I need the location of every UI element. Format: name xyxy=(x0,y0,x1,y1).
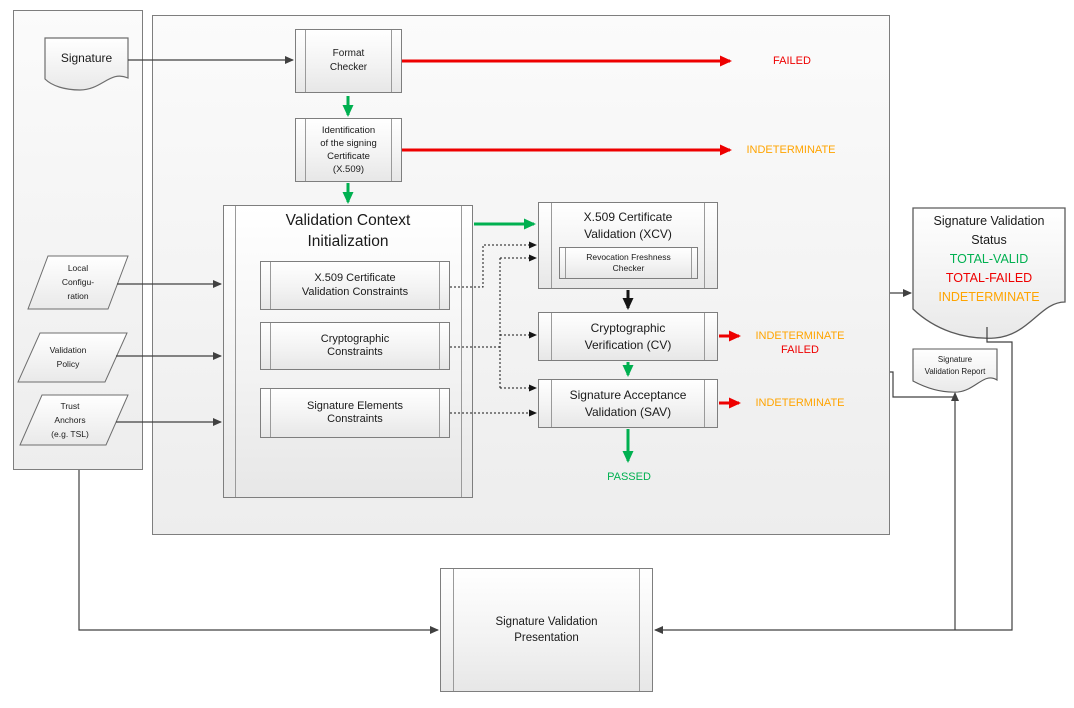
sig-elements-constraints-box: Signature Elements Constraints xyxy=(260,388,450,438)
signature-doc-label: Signature xyxy=(60,51,113,65)
signature-doc-shape xyxy=(44,37,129,91)
arrow-inputs-to-presentation xyxy=(78,470,439,634)
x509-constraints-box: X.509 Certificate Validation Constraints xyxy=(260,261,450,310)
format-checker-box: Format Checker xyxy=(295,29,402,93)
vci-right-bar xyxy=(461,206,462,497)
identification-box: Identification of the signing Certificat… xyxy=(295,118,402,182)
sav-indeterminate-label: INDETERMINATE xyxy=(755,397,845,409)
vci-left-bar xyxy=(235,206,236,497)
local-config-label: Local Configu- ration xyxy=(61,263,95,301)
status-doc-title: Signature Validation Status xyxy=(933,214,1045,247)
crypto-constraints-box: Cryptographic Constraints xyxy=(260,322,450,370)
failed-outcome-label: FAILED xyxy=(773,55,811,67)
report-doc-label: Signature Validation Report xyxy=(924,355,986,376)
cv-box: Cryptographic Verification (CV) xyxy=(538,312,718,361)
presentation-box: Signature Validation Presentation xyxy=(440,568,653,692)
status-doc-text: Signature Validation Status TOTAL-VALID … xyxy=(918,212,1060,307)
local-config-shape xyxy=(27,255,129,310)
cv-indeterminate-label: INDETERMINATE xyxy=(755,330,845,342)
indeterminate-outcome-label: INDETERMINATE xyxy=(746,144,836,156)
status-indeterminate: INDETERMINATE xyxy=(938,290,1040,304)
status-total-failed: TOTAL-FAILED xyxy=(945,271,1033,285)
dash-x509constraints-to-xcv xyxy=(450,241,537,288)
validation-policy-label: Validation Policy xyxy=(49,345,87,369)
status-total-valid: TOTAL-VALID xyxy=(949,252,1029,266)
vci-title: Validation Context Initialization xyxy=(285,212,411,250)
trust-anchors-shape xyxy=(19,394,129,446)
status-doc-shape xyxy=(912,207,1066,339)
cv-outcome-labels: INDETERMINATE FAILED xyxy=(745,330,855,357)
arrow-process-to-report xyxy=(890,371,959,401)
sav-box: Signature Acceptance Validation (SAV) xyxy=(538,379,718,428)
passed-label: PASSED xyxy=(607,471,651,483)
revocation-freshness-checker-box: Revocation Freshness Checker xyxy=(559,247,698,279)
validation-policy-shape xyxy=(17,332,128,383)
cv-failed-label: FAILED xyxy=(781,343,819,356)
arrow-status-to-presentation xyxy=(654,327,1013,634)
report-doc-shape xyxy=(912,348,998,393)
trust-anchors-label: Trust Anchors (e.g. TSL) xyxy=(51,401,89,439)
